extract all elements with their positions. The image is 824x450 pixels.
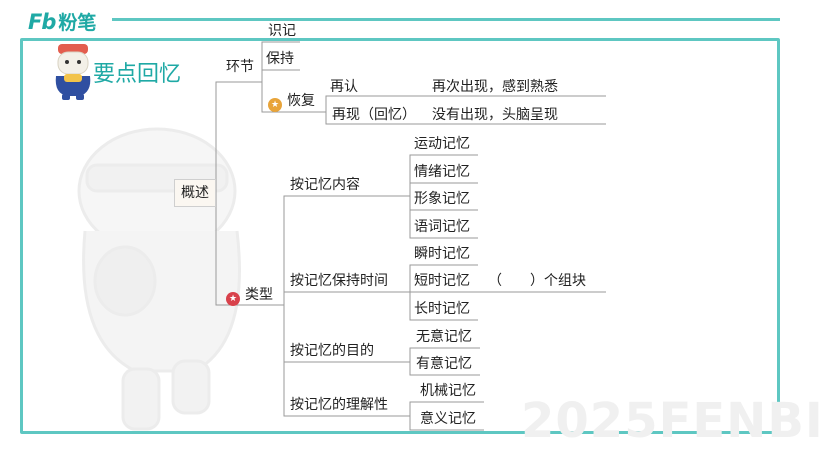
node-zaixian: 再现（回忆） [332, 107, 416, 123]
logo-mark: Fb [28, 9, 56, 34]
item-changshi: 长时记忆 [414, 301, 470, 317]
mascot-icon [55, 44, 91, 100]
page-title: 要点回忆 [93, 62, 182, 87]
item-qingxu: 情绪记忆 [414, 164, 470, 180]
watermark-text: 2025FENBI [521, 393, 824, 449]
node-huifu: ★ 恢复 [268, 92, 315, 112]
node-huanjie: 环节 [226, 59, 254, 75]
node-leixing: ★ 类型 [226, 286, 273, 306]
star-icon: ★ [268, 98, 282, 112]
star-icon: ★ [226, 292, 240, 306]
node-zaixian-desc: 没有出现，头脑呈现 [432, 107, 558, 123]
item-duanshi-blank: （ ）个组块 [488, 273, 586, 289]
item-xingxiang: 形象记忆 [414, 191, 470, 207]
root-node: 概述 [174, 179, 216, 207]
group-content: 按记忆内容 [290, 177, 360, 193]
item-yundong: 运动记忆 [414, 136, 470, 152]
slide-frame: 2025FENBI [20, 38, 823, 449]
mindmap-connectors [215, 41, 606, 431]
fenbi-logo: Fb 粉笔 [28, 8, 96, 35]
item-shunshi: 瞬时记忆 [414, 246, 470, 262]
group-duration: 按记忆保持时间 [290, 273, 388, 289]
group-understanding: 按记忆的理解性 [290, 397, 388, 413]
item-youyi: 有意记忆 [416, 356, 472, 372]
node-leixing-label: 类型 [245, 287, 273, 303]
item-wuyi: 无意记忆 [416, 329, 472, 345]
group-purpose: 按记忆的目的 [290, 343, 374, 359]
item-yiyi: 意义记忆 [420, 411, 476, 427]
node-zairen-desc: 再次出现，感到熟悉 [432, 79, 558, 95]
item-yuci: 语词记忆 [414, 219, 470, 235]
node-baochi: 保持 [266, 51, 294, 67]
item-jixie: 机械记忆 [420, 383, 476, 399]
item-duanshi: 短时记忆 [414, 273, 470, 289]
header-rule [112, 18, 780, 21]
node-huifu-label: 恢复 [287, 93, 315, 109]
logo-text: 粉笔 [58, 12, 97, 34]
node-zairen: 再认 [330, 79, 358, 95]
node-shiji: 识记 [268, 23, 296, 39]
